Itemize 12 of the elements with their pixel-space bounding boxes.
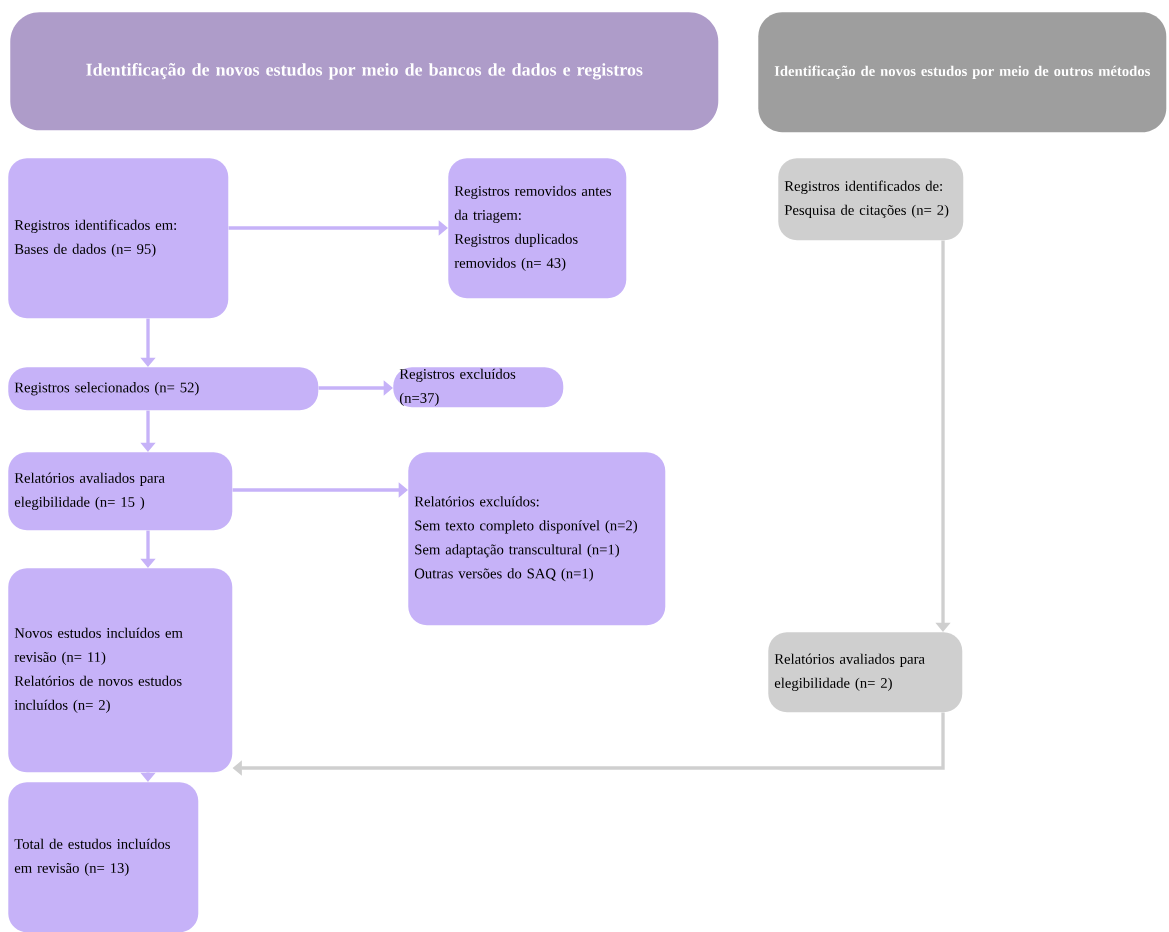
process-box: Registros excluídos (n=37)	[393, 367, 564, 408]
process-box: Relatórios avaliados para elegibilidade (n= 15 )	[8, 452, 233, 531]
process-box: Registros identificados de: Pesquisa de citações (n= 2)	[778, 158, 964, 241]
process-box: Registros identificados em: Bases de dados (n= 95)	[8, 158, 229, 319]
process-box: Total de estudos incluídos em revisão (n= 13)	[8, 782, 199, 932]
process-box: Relatórios excluídos: Sem texto completo disponível (n=2) Sem adaptação transcultural (n=1) Outras versões do SAQ (n=1)	[408, 452, 666, 626]
header-banner: Identificação de novos estudos por meio de bancos de dados e registros	[10, 12, 719, 131]
header-banner: Identificação de novos estudos por meio de outros métodos	[758, 12, 1167, 133]
process-box: Registros selecionados (n= 52)	[8, 367, 319, 411]
process-box: Novos estudos incluídos em revisão (n= 11) Relatórios de novos estudos incluídos (n= 2)	[8, 568, 233, 773]
process-box: Registros removidos antes da triagem: Registros duplicados removidos (n= 43)	[448, 158, 627, 299]
process-box: Relatórios avaliados para elegibilidade (n= 2)	[768, 632, 963, 713]
